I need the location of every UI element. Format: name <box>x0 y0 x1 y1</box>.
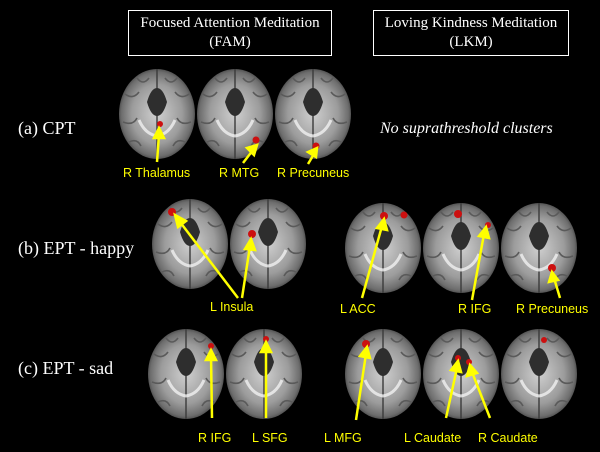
activation-clusters <box>157 121 556 365</box>
region-label: R Precuneus <box>277 166 350 180</box>
brain-slice <box>195 67 275 161</box>
row-label-cpt: (a) CPT <box>18 118 76 138</box>
row-label-ept-happy: (b) EPT - happy <box>18 238 135 258</box>
region-label: L Caudate <box>404 431 462 445</box>
fam-header: Focused Attention Meditation (FAM) <box>128 10 332 56</box>
region-label: R Precuneus <box>516 302 589 316</box>
region-label: R Thalamus <box>123 166 191 180</box>
region-label: R Caudate <box>478 431 538 445</box>
region-label: L SFG <box>252 431 288 445</box>
brain-slice <box>499 327 579 421</box>
fam-header-title: Focused Attention Meditation <box>140 15 320 31</box>
annotation-arrows <box>151 125 562 421</box>
brain-slice <box>228 197 308 291</box>
lkm-header-title: Loving Kindness Meditation <box>384 15 558 31</box>
brain-slice <box>421 327 501 421</box>
lkm-header-abbrev: (LKM) <box>449 34 493 50</box>
fam-header-abbrev: (FAM) <box>209 34 251 50</box>
no-suprathreshold-note: No suprathreshold clusters <box>380 120 553 137</box>
region-label: L MFG <box>324 431 362 445</box>
brain-slice <box>343 327 423 421</box>
brain-slice <box>499 201 579 295</box>
region-label: L ACC <box>340 302 376 316</box>
region-label: R IFG <box>458 302 492 316</box>
region-label: R MTG <box>219 166 260 180</box>
brain-slice <box>224 327 304 421</box>
lkm-header: Loving Kindness Meditation (LKM) <box>373 10 569 56</box>
region-label: R IFG <box>198 431 232 445</box>
region-label: L Insula <box>210 300 254 314</box>
row-label-ept-sad: (c) EPT - sad <box>18 358 114 378</box>
brain-slice <box>150 197 230 291</box>
